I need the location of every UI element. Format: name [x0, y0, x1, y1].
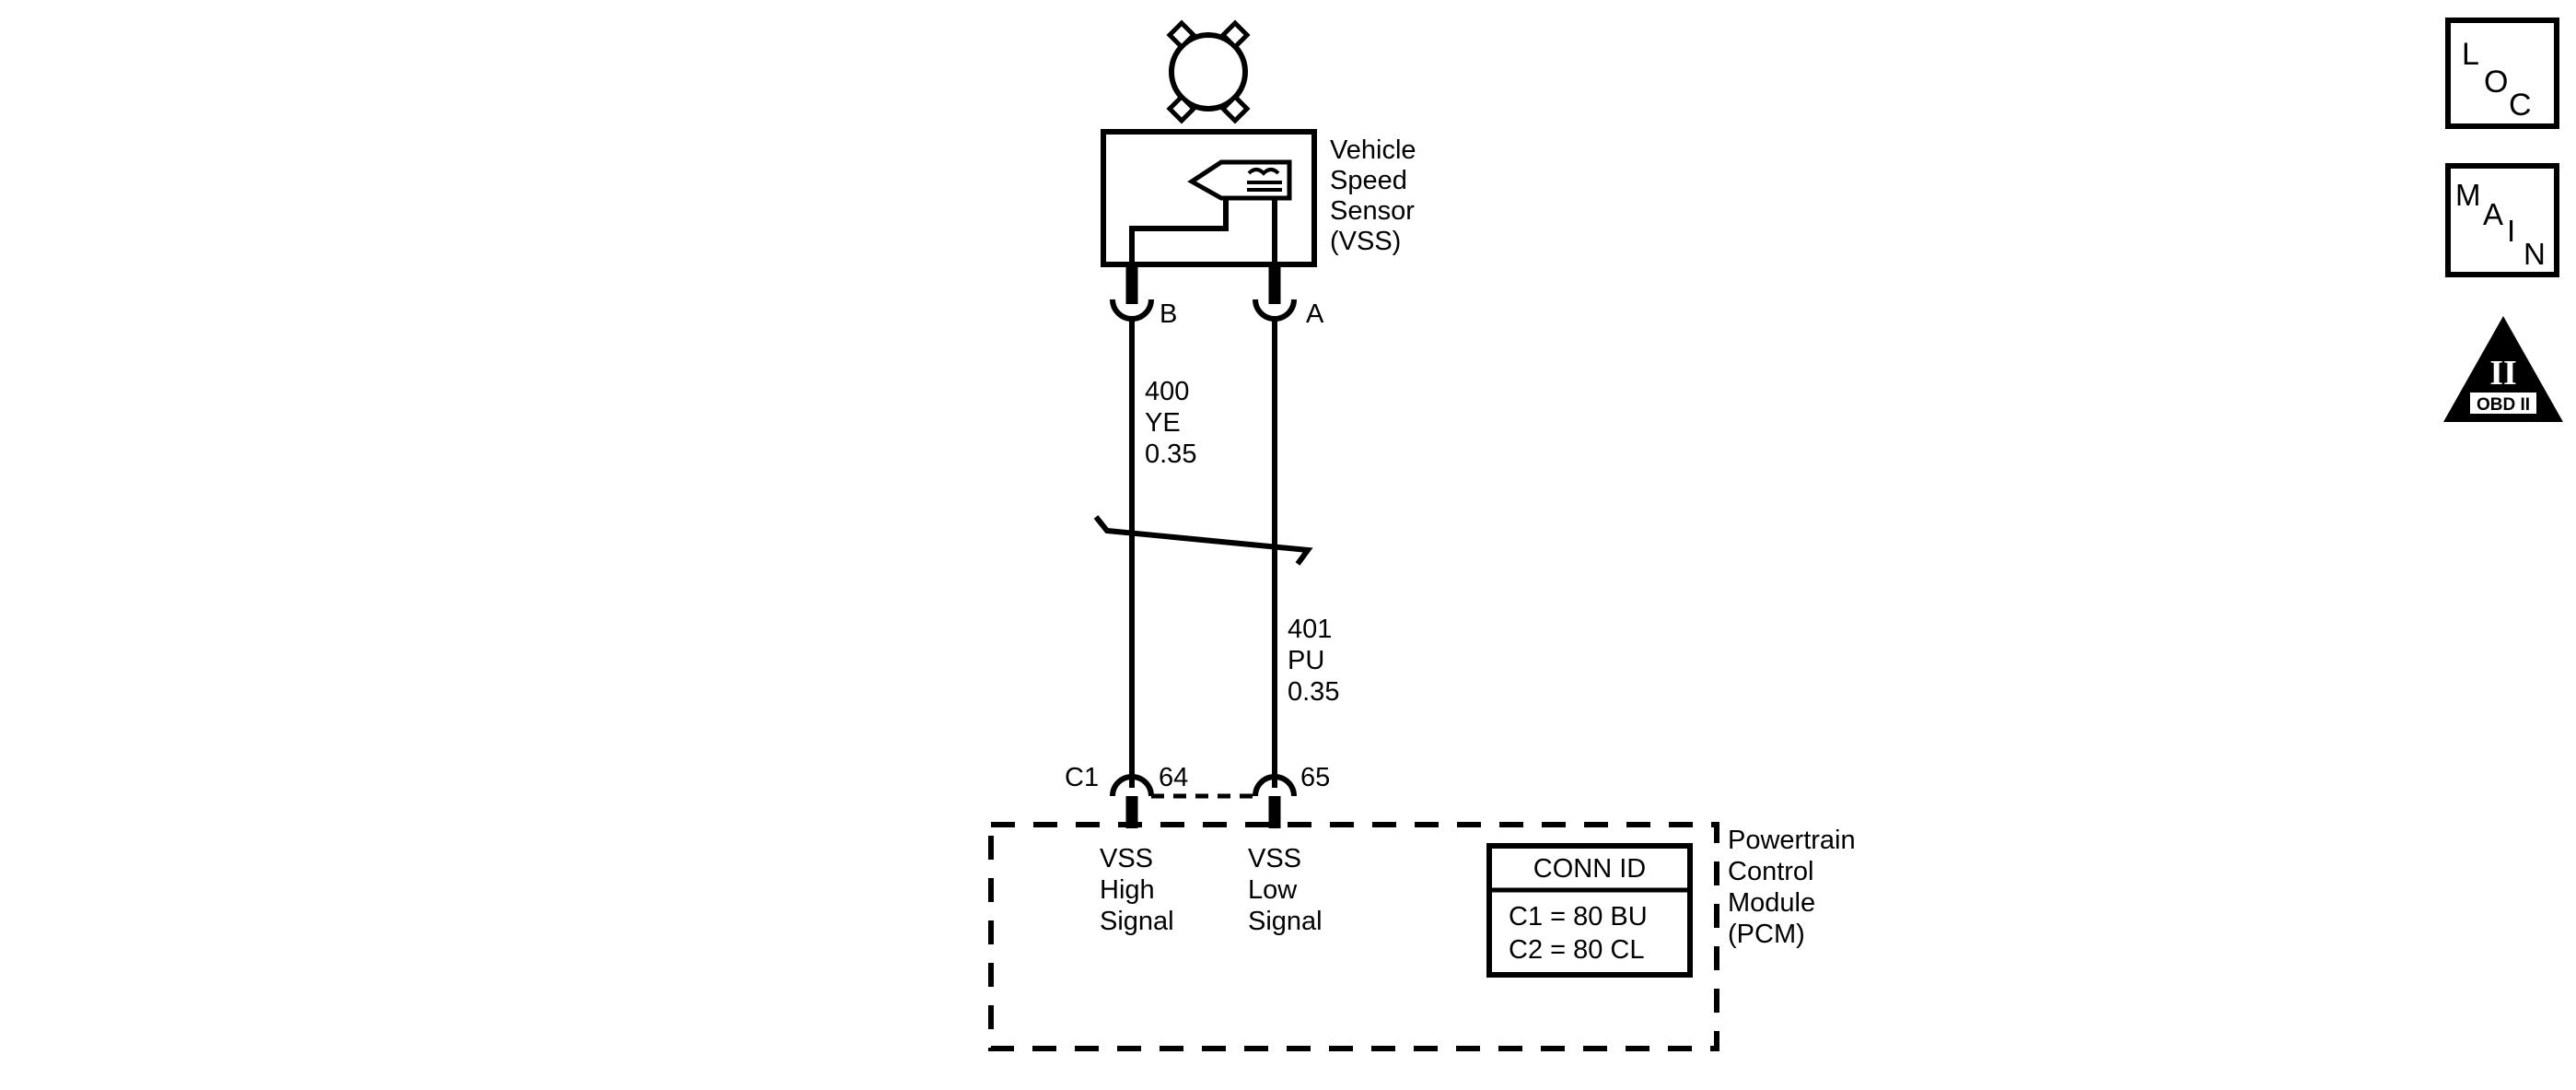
conn-id-row-c1: C1 = 80 BU	[1509, 902, 1648, 932]
vss-label-line-2: Speed	[1330, 166, 1407, 195]
vss-label-line-4: (VSS)	[1330, 227, 1401, 256]
vss-pin-b-label: B	[1160, 299, 1177, 329]
pcm-label-line-1: Powertrain	[1728, 826, 1856, 855]
main-button[interactable]: M A I N	[2445, 163, 2559, 277]
wire-401-color: PU	[1288, 646, 1324, 675]
main-letter-m: M	[2455, 178, 2481, 212]
vss-sensor-label: Vehicle Speed Sensor (VSS)	[1330, 135, 1416, 256]
wire-400-circuit: 400	[1145, 377, 1189, 406]
wire-400-label: 400 YE 0.35	[1145, 377, 1196, 469]
main-letter-i: I	[2507, 214, 2515, 248]
wire-400-color: YE	[1145, 408, 1181, 438]
conn-id-header: CONN ID	[1533, 854, 1646, 884]
obd-ii-label: OBD II	[2477, 395, 2530, 415]
twisted-pair-break-symbol	[1093, 515, 1313, 566]
vss-pin-a-label: A	[1306, 299, 1324, 329]
pcm-low-line-3: Signal	[1248, 907, 1323, 936]
vss-connector-pin-b: B	[1110, 264, 1177, 329]
pcm-low-line-1: VSS	[1248, 844, 1301, 873]
main-letter-a: A	[2483, 197, 2503, 231]
vss-connector-pin-a: A	[1253, 264, 1324, 329]
pcm-module-label: Powertrain Control Module (PCM)	[1728, 826, 1856, 949]
conn-id-table: CONN ID C1 = 80 BU C2 = 80 CL	[1486, 843, 1693, 978]
pcm-vss-high-signal-label: VSS High Signal	[1100, 844, 1174, 936]
wire-401-circuit: 401	[1288, 615, 1332, 644]
loc-button[interactable]: L O C	[2445, 18, 2559, 129]
wire-401-gauge: 0.35	[1288, 677, 1339, 707]
obd-ii-button[interactable]: II OBD II	[2443, 316, 2563, 422]
main-letter-n: N	[2524, 237, 2546, 271]
pcm-high-line-1: VSS	[1100, 844, 1153, 873]
pcm-module-box	[988, 822, 1719, 1051]
pcm-label-line-3: Module	[1728, 888, 1815, 918]
pcm-label-line-4: (PCM)	[1728, 920, 1805, 949]
pcm-connector-pin-65: 65	[1253, 763, 1330, 828]
pcm-pin-65-label: 65	[1300, 763, 1330, 792]
loc-letter-c: C	[2509, 88, 2532, 123]
obd-ii-numeral: II	[2489, 354, 2517, 393]
pcm-connector-pin-64: C1 64	[1065, 763, 1188, 828]
pcm-label-line-2: Control	[1728, 857, 1814, 886]
vss-label-line-3: Sensor	[1330, 196, 1415, 226]
loc-letter-o: O	[2484, 64, 2508, 100]
wire-400-gauge: 0.35	[1145, 440, 1196, 469]
pcm-pin-64-label: 64	[1159, 763, 1188, 792]
conn-id-row-c2: C2 = 80 CL	[1509, 935, 1645, 965]
vss-label-line-1: Vehicle	[1330, 135, 1416, 165]
pcm-high-line-2: High	[1100, 875, 1155, 905]
pcm-high-line-3: Signal	[1100, 907, 1174, 936]
pcm-vss-low-signal-label: VSS Low Signal	[1248, 844, 1323, 936]
pcm-connector-label: C1	[1065, 763, 1099, 792]
wire-401-label: 401 PU 0.35	[1288, 615, 1339, 707]
pcm-low-line-2: Low	[1248, 875, 1298, 905]
vss-sensor-element-icon	[1129, 159, 1292, 264]
loc-letter-l: L	[2462, 37, 2479, 72]
vss-gear-icon	[1166, 19, 1251, 124]
